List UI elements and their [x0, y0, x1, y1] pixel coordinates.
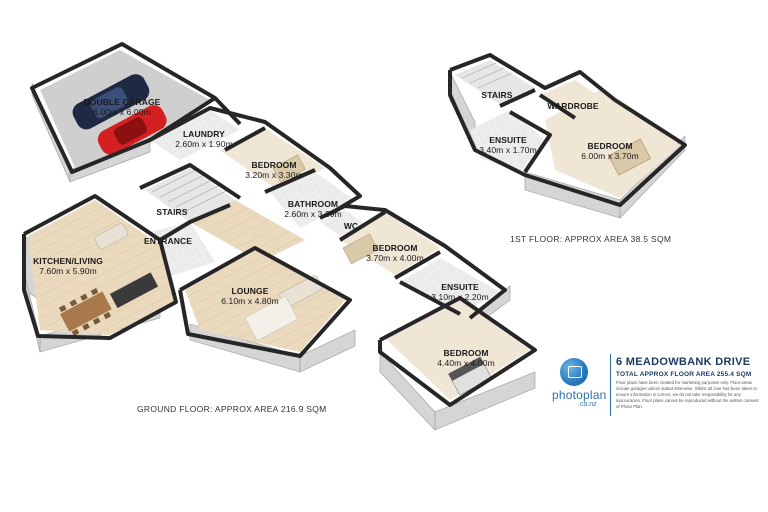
ground-floor-floors	[28, 50, 530, 400]
ground-floor-walls	[22, 42, 537, 407]
photoplan-logo-icon	[560, 358, 588, 386]
bedroom-large-floor	[385, 300, 530, 400]
first-floor-walls	[448, 53, 687, 207]
stairs-floor	[145, 168, 235, 222]
room-label-kitchen-living: KITCHEN/LIVING 7.60m x 5.90m	[33, 256, 103, 276]
room-label-bedroom-2: BEDROOM 3.70m x 4.00m	[366, 243, 424, 263]
bedroom-mid-floor	[340, 212, 440, 275]
room-label-ensuite-ground: ENSUITE 3.10m x 2.20m	[431, 282, 489, 302]
ensuite-floor	[400, 258, 500, 314]
ground-floor-furniture	[58, 74, 492, 396]
branding-block: photoplan .co.nz 6 MEADOWBANK DRIVE TOTA…	[552, 352, 762, 422]
room-label-double-garage: DOUBLE GARAGE 6.00m x 6.00m	[83, 97, 161, 117]
room-label-ff-ensuite: ENSUITE 3.40m x 1.70m	[479, 135, 537, 155]
first-floor-area-label: 1ST FLOOR: APPROX AREA 38.5 SQM	[510, 234, 672, 244]
first-floor-furniture	[461, 62, 651, 176]
car-dark	[72, 74, 150, 130]
bedroom-small-bed	[272, 154, 306, 183]
room-label-bathroom: BATHROOM 2.60m x 3.20m	[284, 199, 342, 219]
room-label-wc: WC	[343, 221, 359, 231]
room-label-laundry: LAUNDRY 2.60m x 1.90m	[175, 129, 233, 149]
bathroom-floor	[270, 172, 355, 228]
room-label-ff-stairs: STAIRS	[481, 90, 513, 100]
stair-treads	[151, 169, 229, 213]
car-red	[97, 105, 167, 155]
kitchen-island	[109, 272, 159, 309]
hall-floor	[190, 200, 305, 262]
living-sofa	[94, 223, 128, 250]
disclaimer-text: Floor plans have been created for market…	[616, 380, 759, 409]
lounge-floor	[185, 250, 345, 352]
kitchen-living-floor	[28, 200, 175, 335]
bedroom-mid-bed	[342, 233, 379, 265]
ff-stair-treads	[461, 62, 513, 89]
dining-table	[58, 288, 112, 336]
total-floor-area: TOTAL APPROX FLOOR AREA 255.4 SQM	[616, 371, 752, 378]
room-label-ff-wardrobe: WARDROBE	[547, 101, 599, 111]
first-floor	[448, 53, 687, 219]
ground-floor	[22, 42, 537, 431]
wc-floor	[320, 210, 365, 236]
brand-domain: .co.nz	[578, 401, 597, 408]
ff-stairs-floor	[455, 60, 535, 104]
brand-name: photoplan	[552, 388, 607, 402]
room-label-bedroom-3: BEDROOM 3.20m x 3.30m	[245, 160, 303, 180]
room-label-stairs: STAIRS	[156, 207, 188, 217]
lounge-rug	[244, 295, 299, 342]
room-label-bedroom-1: BEDROOM 4.40m x 4.00m	[437, 348, 495, 368]
brand-divider	[610, 354, 611, 416]
ff-bed	[608, 138, 651, 176]
room-label-entrance: ENTRANCE	[143, 236, 193, 246]
ground-floor-area-label: GROUND FLOOR: APPROX AREA 216.9 SQM	[137, 404, 327, 414]
property-address: 6 MEADOWBANK DRIVE	[616, 356, 751, 368]
ff-bedroom-floor	[545, 90, 680, 198]
room-label-ff-bedroom: BEDROOM 6.00m x 3.70m	[581, 141, 639, 161]
room-label-lounge: LOUNGE 6.10m x 4.80m	[221, 286, 279, 306]
laundry-floor	[150, 110, 240, 160]
